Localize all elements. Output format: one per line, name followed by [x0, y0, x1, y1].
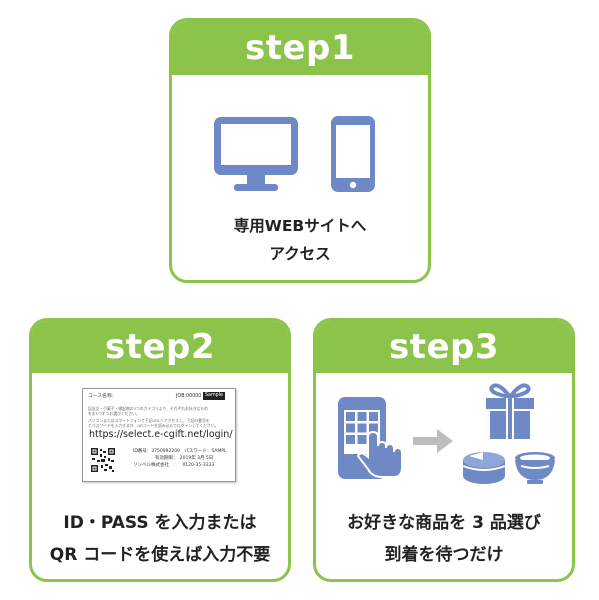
- touch-phone-icon: [338, 397, 403, 479]
- step3-caption-line2: 到着を待つだけ: [384, 545, 504, 565]
- step3-title: step3: [388, 327, 500, 367]
- login-card-id-line: ID番号：3750992209 パスワード：SAMPL: [133, 449, 227, 454]
- step2-title: step2: [104, 327, 216, 367]
- step2-card: step2 コース名称： JOB:00000 Sample 記念品・引菓子・縁起…: [29, 318, 291, 582]
- desktop-monitor-icon: [214, 117, 298, 191]
- login-card-desc-line: 記念品・引菓子・縁起物の3つのカテゴリより、それぞれお好きなもの: [88, 406, 208, 411]
- step3-caption: お好きな商品を 3 品選び 到着を待つだけ: [316, 507, 572, 571]
- login-card-company: リンベル株式会社: [133, 463, 169, 468]
- step1-title: step1: [244, 28, 356, 68]
- step3-header: step3: [316, 321, 572, 373]
- smartphone-icon: [331, 116, 375, 192]
- login-card-course-label: コース名称：: [88, 394, 117, 399]
- gift-box-icon: [486, 383, 534, 439]
- step2-caption-line2: QR コードを使えば入力不要: [49, 545, 271, 565]
- login-card-image: コース名称： JOB:00000 Sample 記念品・引菓子・縁起物の3つのカ…: [82, 388, 236, 482]
- step1-card: step1 専用WEBサイトへ アクセス: [169, 18, 431, 283]
- arrow-right-icon: [413, 429, 453, 453]
- login-card-sample-tag: Sample: [203, 392, 225, 400]
- step1-caption-line2: アクセス: [269, 245, 331, 263]
- cake-icon: [462, 452, 506, 484]
- login-card-url: https://select.e-cgift.net/login/: [89, 429, 233, 440]
- step1-caption-line1: 専用WEBサイトへ: [233, 217, 367, 235]
- qr-code-icon: [91, 448, 115, 472]
- login-card-desc-line: をお1つずつお選びください。: [88, 411, 140, 416]
- step2-header: step2: [32, 321, 288, 373]
- bowl-icon: [515, 452, 555, 484]
- login-card-phone: 0120-35-3333: [182, 463, 215, 468]
- login-card-desc-line: とパスワードを入力するか、QRコードを読み込んでログインしてください。: [88, 423, 219, 428]
- login-card-desc-line: パソコンまたはスマートフォンで下記URLへアクセスし、下記ID番号を: [88, 418, 210, 423]
- login-card-footer: リンベル株式会社 0120-35-3333: [133, 462, 227, 469]
- step2-caption-line1: ID・PASS を入力または: [63, 513, 257, 533]
- step1-header: step1: [172, 21, 428, 75]
- step3-caption-line1: お好きな商品を 3 品選び: [347, 513, 541, 533]
- step1-caption: 専用WEBサイトへ アクセス: [172, 212, 428, 268]
- login-card-deadline-line: 有効期限： 2019年 3月 5日: [155, 456, 214, 461]
- login-card-job: JOB:00000: [176, 394, 202, 399]
- step2-caption: ID・PASS を入力または QR コードを使えば入力不要: [32, 507, 288, 571]
- step3-card: step3 お好きな商品を 3 品選び: [313, 318, 575, 582]
